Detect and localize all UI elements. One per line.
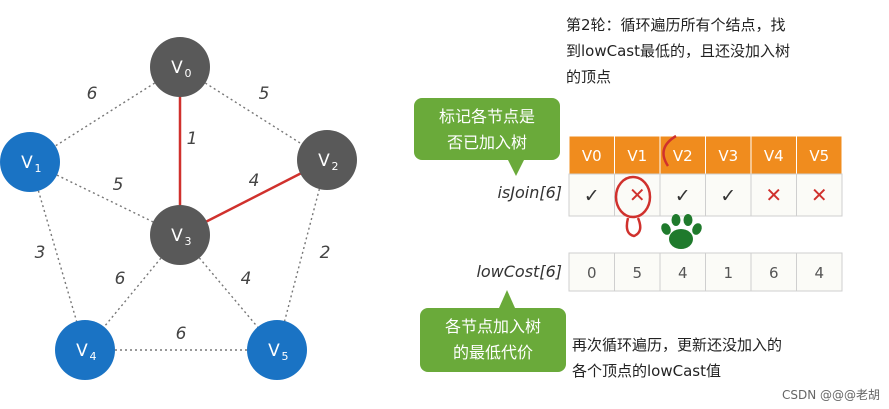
description-bottom-line-2: 各个顶点的lowCast值 bbox=[572, 362, 721, 380]
low-cost-cell-0 bbox=[568, 252, 615, 292]
table-header-label-0: V0 bbox=[582, 147, 602, 165]
is-join-cell-3 bbox=[705, 173, 752, 217]
node-v5-label: V bbox=[268, 341, 280, 361]
node-v3-label: V bbox=[171, 226, 183, 246]
is-join-cell-2 bbox=[659, 173, 706, 217]
watermark: CSDN @@@老胡 bbox=[782, 388, 880, 402]
callout-low-cost-line-1: 各节点加入树 bbox=[445, 317, 541, 336]
table-header-cell-3 bbox=[705, 135, 752, 175]
red-loop-annotation bbox=[625, 217, 642, 238]
edge-weight-v1-v3: 5 bbox=[113, 175, 124, 195]
low-cost-value-4: 6 bbox=[769, 264, 779, 282]
edge-weight-v0-v1: 6 bbox=[87, 84, 98, 104]
is-join-cell-5 bbox=[796, 173, 843, 217]
node-v0-subscript: 0 bbox=[185, 67, 192, 80]
red-circle-annotation bbox=[614, 175, 652, 219]
table-header-cell-1 bbox=[614, 135, 661, 175]
low-cost-value-1: 5 bbox=[632, 264, 642, 282]
description-top-line-2: 到lowCast最低的，且还没加入树 bbox=[566, 42, 790, 60]
edge-weight-v2-v3: 4 bbox=[249, 171, 260, 191]
node-v2-label: V bbox=[318, 151, 330, 171]
low-cost-value-3: 1 bbox=[723, 264, 733, 282]
edge-v0-v2 bbox=[179, 66, 328, 161]
edge-weight-v3-v4: 6 bbox=[115, 269, 126, 289]
callout-is-join-pointer bbox=[508, 160, 524, 176]
node-v0-circle bbox=[150, 37, 210, 97]
edge-weight-v1-v4: 3 bbox=[35, 243, 46, 263]
is-join-label: isJoin[6] bbox=[497, 183, 562, 202]
low-cost-cell-1 bbox=[614, 252, 661, 292]
low-cost-cell-5 bbox=[796, 252, 843, 292]
callout-low-cost-box bbox=[420, 308, 566, 372]
check-icon: ✓ bbox=[584, 185, 600, 207]
low-cost-cell-3 bbox=[705, 252, 752, 292]
low-cost-row: 0 5 4 1 6 4 bbox=[568, 252, 843, 292]
cross-icon: ✕ bbox=[629, 183, 646, 207]
callout-is-join-box bbox=[414, 98, 560, 160]
low-cost-value-0: 0 bbox=[587, 264, 597, 282]
table-header: V0 V1 V2 V3 V4 V5 bbox=[568, 135, 843, 175]
callout-is-join: 标记各节点是 否已加入树 bbox=[414, 98, 560, 176]
red-arc-annotation bbox=[662, 134, 677, 167]
cross-icon: ✕ bbox=[811, 183, 828, 207]
callout-low-cost-line-2: 的最低代价 bbox=[453, 343, 533, 362]
callout-low-cost-pointer bbox=[499, 290, 515, 308]
node-v1-circle bbox=[0, 132, 60, 192]
node-v3-circle bbox=[150, 205, 210, 265]
node-v4-label: V bbox=[76, 341, 88, 361]
graph-edge-weights: 6 5 1 5 4 3 2 6 4 6 bbox=[35, 84, 331, 344]
callout-is-join-line-2: 否已加入树 bbox=[447, 133, 527, 152]
low-cost-value-5: 4 bbox=[814, 264, 824, 282]
is-join-cell-0 bbox=[568, 173, 615, 217]
low-cost-cell-4 bbox=[750, 252, 797, 292]
node-v0-label: V bbox=[171, 58, 183, 78]
description-top-line-3: 的顶点 bbox=[566, 68, 611, 86]
node-v2-subscript: 2 bbox=[332, 160, 339, 173]
check-icon: ✓ bbox=[720, 185, 736, 207]
node-v1-subscript: 1 bbox=[35, 162, 42, 175]
description-top-line-1: 第2轮：循环遍历所有个结点，找 bbox=[566, 16, 786, 34]
is-join-cell-4 bbox=[750, 173, 797, 217]
node-v3-subscript: 3 bbox=[185, 235, 192, 248]
node-v4-subscript: 4 bbox=[90, 350, 97, 363]
edge-weight-v3-v5: 4 bbox=[241, 269, 252, 289]
check-icon: ✓ bbox=[675, 185, 691, 207]
edge-weight-v2-v5: 2 bbox=[320, 243, 331, 263]
low-cost-label: lowCost[6] bbox=[476, 262, 562, 281]
is-join-row: ✓ ✕ ✓ ✓ ✕ ✕ bbox=[568, 173, 843, 217]
edge-weight-v4-v5: 6 bbox=[176, 324, 187, 344]
node-v5-circle bbox=[247, 320, 307, 380]
node-v4-circle bbox=[55, 320, 115, 380]
cross-icon: ✕ bbox=[765, 183, 782, 207]
description-bottom-line-1: 再次循环遍历，更新还没加入的 bbox=[572, 336, 782, 354]
table-header-label-3: V3 bbox=[718, 147, 738, 165]
node-v5-subscript: 5 bbox=[282, 350, 289, 363]
edge-weight-v0-v2: 5 bbox=[259, 84, 270, 104]
node-v1-label: V bbox=[21, 153, 33, 173]
node-v2-circle bbox=[297, 130, 357, 190]
callout-low-cost: 各节点加入树 的最低代价 bbox=[420, 290, 566, 372]
table-header-label-2: V2 bbox=[673, 147, 693, 165]
callout-is-join-line-1: 标记各节点是 bbox=[439, 107, 535, 126]
paw-print-icon bbox=[661, 214, 702, 249]
table-header-label-4: V4 bbox=[764, 147, 784, 165]
table-header-label-1: V1 bbox=[627, 147, 647, 165]
table-header-label-5: V5 bbox=[809, 147, 829, 165]
low-cost-value-2: 4 bbox=[678, 264, 688, 282]
edge-weight-v0-v3: 1 bbox=[187, 129, 198, 149]
table-header-cell-5 bbox=[796, 135, 843, 175]
